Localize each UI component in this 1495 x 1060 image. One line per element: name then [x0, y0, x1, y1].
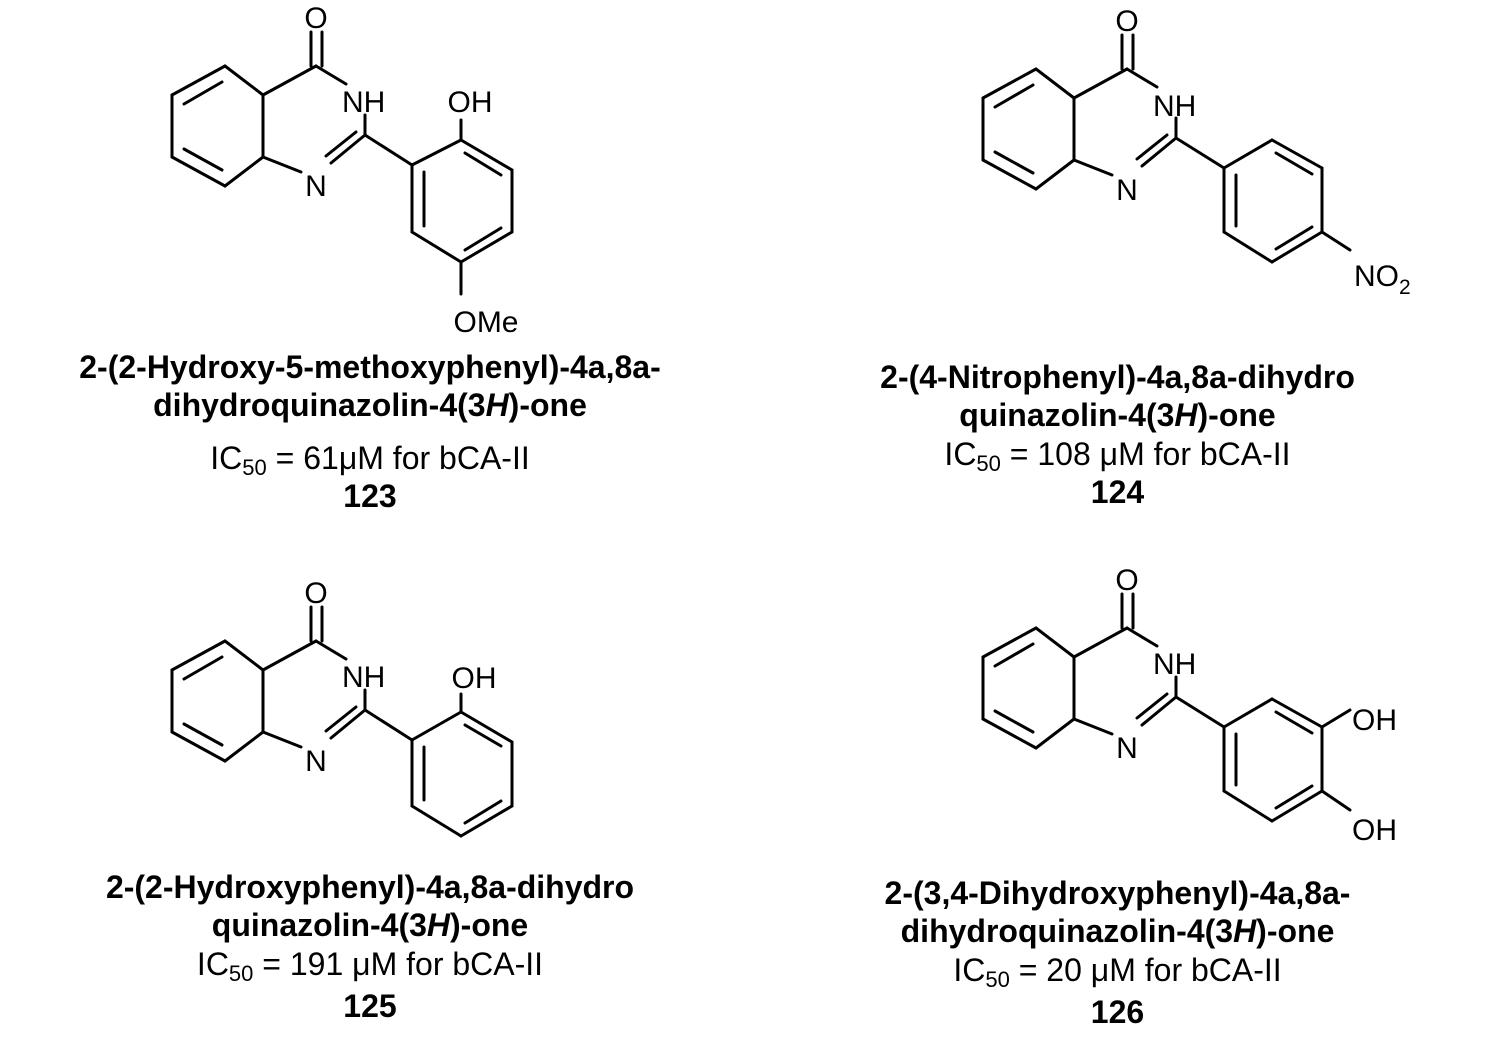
hydroxyl-group-4: OH — [1352, 814, 1397, 847]
ic50-value: IC50 = 20 μM for bCA-II — [953, 951, 1282, 992]
core-scaffold — [170, 30, 367, 188]
caption-125: 2-(2-Hydroxyphenyl)-4a,8a-dihydro quinaz… — [0, 868, 740, 1026]
hydroxyl-group: OH — [452, 662, 497, 695]
structure-123: O NH N OH OMe — [170, 2, 519, 339]
hydroxyl-group-3: OH — [1352, 704, 1397, 737]
compound-name: 2-(3,4-Dihydroxyphenyl)-4a,8a- — [884, 875, 1351, 911]
ic50-value: IC50 = 61μM for bCA-II — [210, 439, 530, 480]
compound-number: 126 — [1090, 994, 1145, 1031]
caption-123: 2-(2-Hydroxy-5-methoxyphenyl)-4a,8a- dih… — [0, 348, 740, 516]
structure-125: O NH N OH — [170, 577, 514, 838]
imine-n: N — [1116, 174, 1138, 207]
compound-number: 124 — [1090, 474, 1145, 511]
compound-name: 2-(2-Hydroxy-5-methoxyphenyl)-4a,8a- — [79, 349, 661, 385]
aryl-ring — [1174, 695, 1352, 823]
caption-124: 2-(4-Nitrophenyl)-4a,8a-dihydro quinazol… — [740, 358, 1495, 512]
carbonyl-oxygen: O — [304, 577, 327, 610]
aryl-ring — [363, 692, 514, 838]
core-scaffold — [981, 592, 1178, 750]
carbonyl-oxygen: O — [304, 2, 327, 35]
imine-n: N — [1116, 732, 1138, 765]
compound-126: O NH N OH OH 2-(3,4-Dihydroxyphenyl)-4a,… — [740, 560, 1495, 1060]
compound-name: 2-(2-Hydroxyphenyl)-4a,8a-dihydro — [105, 869, 635, 905]
structure-124: O NH N NO2 — [981, 5, 1411, 299]
amide-nh: NH — [1153, 648, 1196, 681]
compound-number: 125 — [343, 988, 397, 1025]
ic50-value: IC50 = 191 μM for bCA-II — [196, 945, 544, 986]
amide-nh: NH — [1153, 90, 1196, 123]
caption-126: 2-(3,4-Dihydroxyphenyl)-4a,8a- dihydroqu… — [740, 874, 1495, 1032]
aryl-ring — [363, 118, 514, 296]
compound-number: 123 — [343, 478, 397, 515]
amide-nh: NH — [342, 86, 385, 119]
structure-126: O NH N OH OH — [981, 564, 1397, 847]
carbonyl-oxygen: O — [1115, 564, 1138, 597]
imine-n: N — [305, 745, 327, 778]
core-scaffold — [170, 605, 367, 763]
aryl-ring — [1174, 136, 1352, 264]
hydroxyl-group: OH — [448, 86, 493, 119]
ic50-value: IC50 = 108 μM for bCA-II — [944, 435, 1291, 476]
methoxy-group: OMe — [453, 306, 518, 339]
compound-name-line2: dihydroquinazolin-4(3H)-one — [900, 913, 1335, 950]
compound-name-line2: quinazolin-4(3H)-one — [959, 397, 1276, 434]
compound-name-line2: dihydroquinazolin-4(3H)-one — [153, 387, 587, 424]
compound-124: O NH N NO2 2-(4-Nitrophenyl)-4a,8a-dihyd… — [740, 0, 1495, 560]
compound-123: O NH N OH OMe 2-(2-Hydroxy-5-methoxyphen… — [0, 0, 740, 560]
compound-125: O NH N OH 2-(2-Hydroxyphenyl)-4a,8a-dihy… — [0, 560, 740, 1060]
imine-n: N — [305, 170, 327, 203]
amide-nh: NH — [342, 661, 385, 694]
core-scaffold — [981, 33, 1178, 191]
carbonyl-oxygen: O — [1115, 5, 1138, 38]
nitro-group: NO2 — [1354, 260, 1411, 299]
compound-name-line2: quinazolin-4(3H)-one — [211, 907, 529, 944]
compound-name: 2-(4-Nitrophenyl)-4a,8a-dihydro — [880, 359, 1355, 395]
